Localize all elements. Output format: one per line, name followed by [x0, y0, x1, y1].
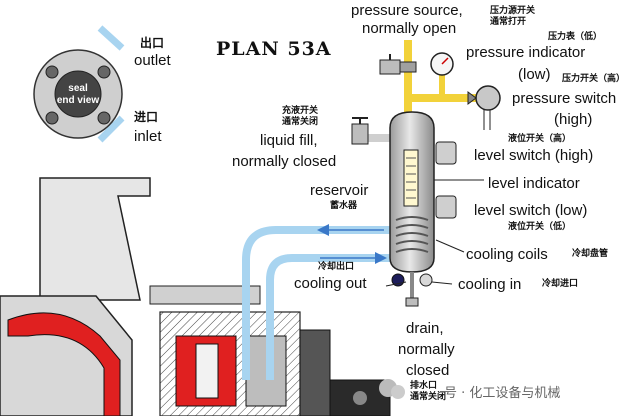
pressure-source-label-1: pressure source,: [351, 2, 463, 19]
pressure-source-label-cn-1: 压力源开关: [490, 6, 536, 16]
inlet-label-cn: 进口: [134, 110, 159, 124]
level-switch-low-label: level switch (low): [474, 202, 588, 219]
cooling-coil-icon: [395, 216, 429, 253]
seal-circuit-piping: [242, 224, 390, 380]
inlet-pipe-stub: [97, 115, 125, 143]
drain-label-1: drain,: [406, 320, 444, 337]
cooling-out-label-cn: 冷却出口: [318, 262, 355, 272]
liquid-fill-label-2: normally closed: [232, 153, 337, 170]
drain-label-3: closed: [406, 362, 450, 379]
seal-view-line1: seal: [68, 83, 88, 94]
reservoir-label-cn: 蓄水器: [330, 201, 358, 211]
pressure-indicator-label-1: pressure indicator: [466, 44, 586, 61]
liquid-fill-label-cn-1: 充液开关: [282, 106, 319, 116]
reservoir-return-pipe: [266, 254, 390, 380]
reservoir-vessel: [389, 111, 457, 307]
drain-label-2: normally: [398, 341, 455, 358]
bolt-hole: [97, 111, 111, 125]
pressure-switch-label-1: pressure switch: [512, 90, 617, 107]
liquid-fill-label-1: liquid fill,: [260, 132, 318, 149]
level-switch-high-label: level switch (high): [474, 147, 594, 164]
outlet-pipe-stub: [97, 25, 125, 51]
drain-label-cn-1: 排水口: [410, 381, 438, 391]
seal-end-view: seal end view: [33, 25, 125, 143]
reservoir-label: reservoir: [310, 182, 369, 199]
drain-valve: [405, 297, 419, 307]
bolt-hole: [45, 111, 59, 125]
pressure-indicator-label-2: (low): [518, 66, 551, 83]
pressure-source-label-2: normally open: [362, 20, 457, 37]
pressure-indicator-label-cn: 压力表（低）: [548, 32, 603, 42]
level-switch-high-icon: [435, 141, 457, 165]
cooling-coils-label-cn: 冷却盘管: [572, 249, 609, 259]
watermark-text: 号 · 化工设备与机械: [444, 386, 561, 401]
outlet-label-en: outlet: [134, 52, 171, 69]
pressure-source-piping: [379, 40, 501, 130]
drain-label-cn-2: 通常关闭: [410, 392, 447, 402]
page-title: PLAN 53A: [216, 38, 332, 60]
pressure-source-valve: [379, 59, 401, 75]
inlet-label-en: inlet: [134, 128, 162, 145]
level-switch-high-label-cn: 液位开关（高）: [508, 134, 572, 144]
bolt-hole: [97, 65, 111, 79]
pressure-switch-label-2: (high): [554, 111, 593, 128]
liquid-fill-label-cn-2: 通常关闭: [282, 117, 319, 127]
pressure-switch-label-cn: 压力开关（高）: [562, 74, 626, 84]
liquid-fill-valve: [351, 117, 392, 145]
outlet-label-cn: 出口: [140, 36, 165, 50]
cooling-coils-label: cooling coils: [466, 246, 548, 263]
cooling-in-label-cn: 冷却进口: [542, 279, 579, 289]
reservoir-supply-pipe: [242, 226, 390, 380]
seal-view-line2: end view: [57, 95, 99, 106]
level-indicator-glass: [403, 149, 419, 207]
cooling-in-label: cooling in: [458, 276, 522, 293]
level-switch-low-label-cn: 液位开关（低）: [508, 222, 572, 232]
cooling-in-port: [419, 273, 433, 287]
watermark-logo-icon: [379, 379, 405, 399]
pressure-source-label-cn-2: 通常打开: [490, 17, 527, 27]
cooling-out-label: cooling out: [294, 275, 367, 292]
pump-casing: [0, 177, 391, 416]
seal-bore: [54, 70, 102, 118]
level-indicator-label: level indicator: [488, 175, 580, 192]
leader-lines: [385, 179, 484, 287]
bolt-hole: [45, 65, 59, 79]
level-switch-low-icon: [435, 195, 457, 219]
pressure-switch-icon: [475, 85, 501, 111]
